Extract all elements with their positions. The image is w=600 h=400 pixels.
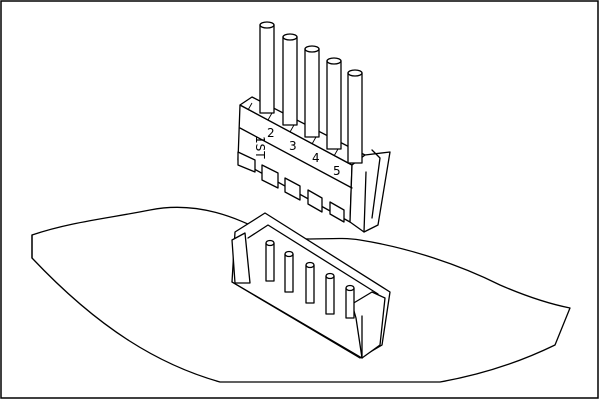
header-pin-4	[325, 272, 335, 315]
pin-label-2: 2	[267, 126, 275, 140]
header-pin-2	[284, 250, 294, 293]
pin-label-5: 5	[333, 164, 341, 178]
wire-2	[282, 33, 298, 126]
wires	[259, 21, 363, 164]
pin-label-4: 4	[312, 151, 320, 165]
pin-labels: 1ST 2 3 4 5	[253, 126, 341, 178]
pin-label-3: 3	[289, 139, 297, 153]
wire-3	[304, 45, 320, 138]
wire-1	[259, 21, 275, 114]
header-pin-5	[345, 284, 355, 319]
header-pin-1	[265, 239, 275, 282]
wire-4	[326, 57, 342, 150]
header-pin-3	[305, 261, 315, 304]
pin-label-1: 1ST	[253, 136, 267, 159]
wire-5	[347, 69, 363, 164]
pin-header	[231, 212, 391, 359]
